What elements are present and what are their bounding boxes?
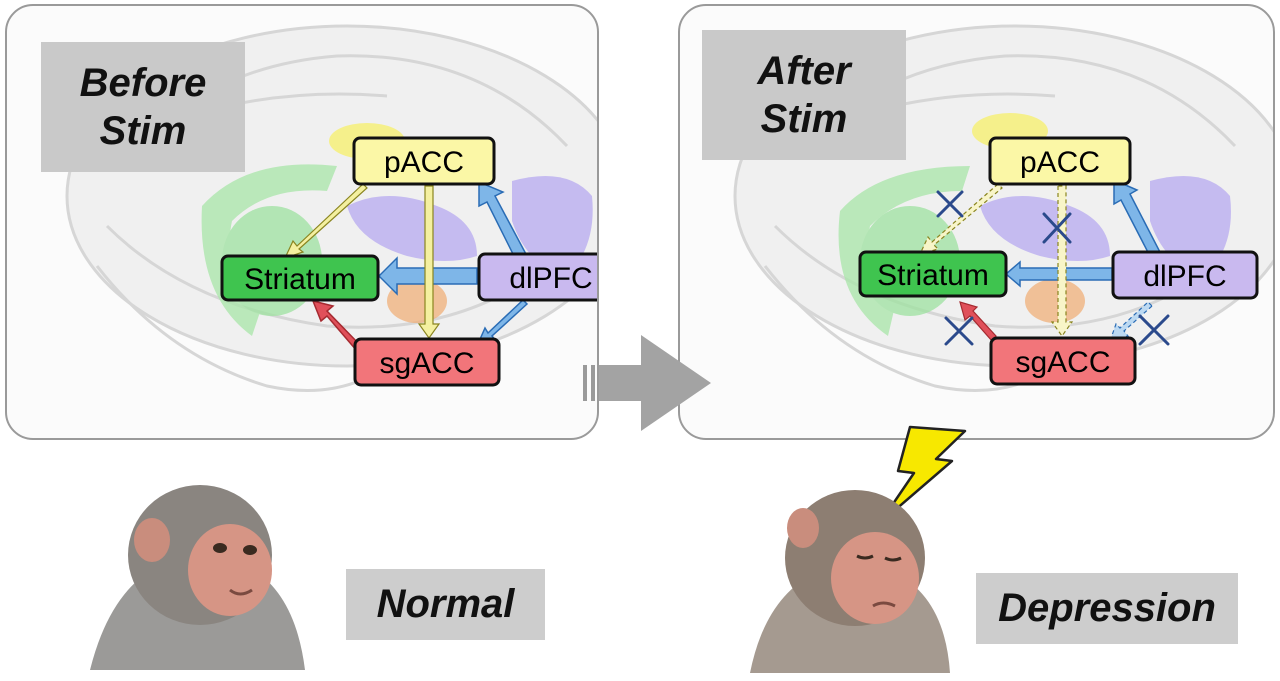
node-sgacc: sgACC xyxy=(353,337,501,387)
node-dlpfc-label: dlPFC xyxy=(1143,260,1226,293)
sgacc-to-striatum-arrow xyxy=(959,301,997,342)
cross-mark-icon xyxy=(936,190,964,218)
node-striatum: Striatum xyxy=(858,250,1008,298)
node-dlpfc: dlPFC xyxy=(477,252,597,302)
dlpfc-to-sgacc-arrow xyxy=(1109,301,1153,342)
before-stim-label: Before Stim xyxy=(41,42,245,172)
before-stim-panel: pACC Striatum dlPFC sgACC Before Stim xyxy=(5,4,599,440)
node-pacc: pACC xyxy=(988,136,1132,186)
dlpfc-to-sgacc-arrow xyxy=(475,298,529,348)
monkey-image xyxy=(750,490,950,673)
node-sgacc-label: sgACC xyxy=(1015,346,1110,379)
connection-arrows xyxy=(283,180,529,353)
dlpfc-to-pacc-arrow xyxy=(478,180,528,264)
pacc-to-sgacc-arrow xyxy=(1050,185,1074,338)
node-sgacc: sgACC xyxy=(989,336,1137,386)
after-stim-label: After Stim xyxy=(702,30,906,160)
depression-label: Depression xyxy=(976,573,1238,644)
after-brain-diagram: pACC Striatum dlPFC sgACC xyxy=(733,24,1273,392)
node-dlpfc-label: dlPFC xyxy=(509,262,592,295)
cross-mark-icons xyxy=(936,190,1170,346)
pacc-to-sgacc-arrow xyxy=(417,185,441,340)
node-pacc: pACC xyxy=(352,136,496,186)
cross-mark-icon xyxy=(944,316,974,346)
monkey-image xyxy=(90,485,305,670)
right-arrow-icon xyxy=(583,335,711,431)
node-dlpfc: dlPFC xyxy=(1111,250,1259,300)
lightning-bolt-icon xyxy=(878,425,967,525)
node-striatum-label: Striatum xyxy=(877,259,989,292)
node-pacc-label: pACC xyxy=(1020,146,1100,179)
node-striatum: Striatum xyxy=(220,254,380,302)
node-sgacc-label: sgACC xyxy=(379,347,474,380)
after-stim-panel: pACC Striatum dlPFC sgACC After Stim xyxy=(678,4,1275,440)
node-pacc-label: pACC xyxy=(384,146,464,179)
normal-label: Normal xyxy=(346,569,545,640)
node-striatum-label: Striatum xyxy=(244,263,356,296)
cross-mark-icon xyxy=(1138,314,1170,346)
cross-mark-icon xyxy=(1042,212,1072,244)
